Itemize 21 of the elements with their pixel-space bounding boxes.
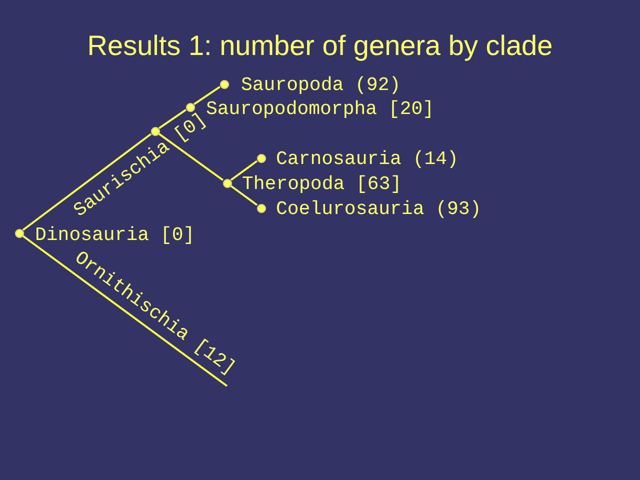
branch-line xyxy=(230,160,258,181)
clade-node-dot xyxy=(256,154,266,162)
clade-label: Theropoda [63] xyxy=(242,173,402,195)
clade-node-dot xyxy=(186,102,194,112)
clade-label: Carnosauria (14) xyxy=(276,148,458,170)
branch-line xyxy=(22,133,152,231)
clade-label: Sauropoda (92) xyxy=(241,74,401,96)
branch-line xyxy=(158,133,224,181)
branch-line xyxy=(230,185,258,206)
clade-node-dot xyxy=(150,126,160,136)
clade-label: Coelurosauria (93) xyxy=(276,198,482,220)
diagram-title: Results 1: number of genera by clade xyxy=(87,29,553,63)
clade-node-dot xyxy=(220,80,228,88)
branch-line xyxy=(158,108,186,130)
clade-label: Dinosauria [0] xyxy=(35,224,195,246)
branch-line xyxy=(194,86,220,106)
clade-node-dot xyxy=(14,228,24,238)
clade-label: Sauropodomorpha [20] xyxy=(206,98,434,120)
clade-node-dot xyxy=(222,178,232,188)
branch-line xyxy=(22,235,228,387)
clade-node-dot xyxy=(256,204,266,212)
